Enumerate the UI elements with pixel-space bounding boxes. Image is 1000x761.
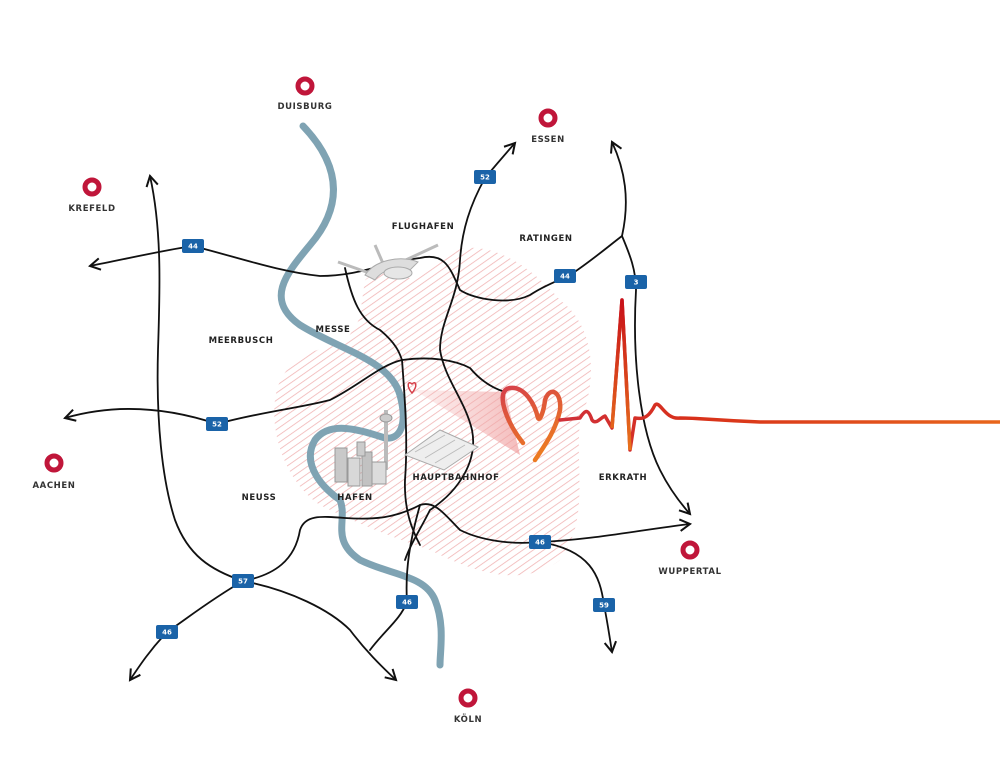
city-label: DUISBURG (278, 102, 333, 112)
city-marker-icon (82, 177, 102, 197)
city-label: ESSEN (531, 135, 565, 145)
road-ring-west (145, 174, 244, 582)
road-a52-west (63, 359, 403, 425)
city-krefeld[interactable]: KREFELD (68, 177, 115, 214)
district-hauptbahnhof: HAUPTBAHNHOF (413, 473, 500, 483)
district-ratingen: RATINGEN (519, 234, 572, 244)
motorway-badge-a57: 57 (232, 574, 254, 588)
motorway-badge-a46-south: 46 (396, 595, 418, 609)
motorway-badge-a44-east: 44 (554, 269, 576, 283)
district-flughafen: FLUGHAFEN (392, 222, 455, 232)
heart-beam (414, 390, 520, 455)
city-area-hatched (274, 247, 592, 576)
svg-text:44: 44 (560, 273, 570, 281)
road-to-koeln (242, 580, 398, 682)
city-label: KÖLN (454, 714, 482, 725)
city-koeln[interactable]: KÖLN (454, 688, 482, 725)
motorway-badge-a46-southwest: 46 (156, 625, 178, 639)
svg-text:44: 44 (188, 243, 198, 251)
city-marker-icon (44, 453, 64, 473)
svg-text:46: 46 (535, 539, 545, 547)
district-hafen: HAFEN (337, 493, 372, 503)
river-rhine (277, 122, 445, 669)
airport-illustration (337, 243, 439, 281)
district-meerbusch: MEERBUSCH (209, 336, 274, 346)
svg-text:46: 46 (402, 599, 412, 607)
city-marker-icon (458, 688, 478, 708)
district-erkrath: ERKRATH (599, 473, 648, 483)
roads (63, 140, 693, 682)
city-marker-icon (538, 108, 558, 128)
motorway-badge-a52-west: 52 (206, 417, 228, 431)
city-wuppertal[interactable]: WUPPERTAL (658, 540, 721, 577)
motorway-badge-a3: 3 (625, 275, 647, 289)
harbour-buildings-illustration (334, 441, 387, 487)
road-messe (401, 359, 421, 546)
city-area-hatched-north (360, 271, 420, 322)
svg-text:52: 52 (480, 174, 490, 182)
svg-text:3: 3 (634, 279, 639, 287)
svg-text:59: 59 (599, 602, 609, 610)
motorway-badge-a46-east: 46 (529, 535, 551, 549)
district-messe: MESSE (316, 325, 351, 335)
road-a57 (242, 503, 541, 582)
ecg-spike (610, 298, 632, 451)
ecg-line (558, 298, 1000, 452)
city-marker-icon (680, 540, 700, 560)
small-heart-icon (407, 381, 417, 395)
district-neuss: NEUSS (242, 493, 277, 503)
city-duisburg[interactable]: DUISBURG (278, 76, 333, 112)
motorway-badge-a59: 59 (593, 598, 615, 612)
motorway-badge-a52-north: 52 (474, 170, 496, 184)
city-label: AACHEN (32, 481, 75, 491)
heart-icon (500, 385, 563, 463)
city-aachen[interactable]: AACHEN (32, 453, 75, 491)
city-essen[interactable]: ESSEN (531, 108, 565, 145)
svg-text:46: 46 (162, 629, 172, 637)
svg-text:57: 57 (238, 578, 248, 586)
city-marker-icon (295, 76, 315, 96)
svg-text:52: 52 (212, 421, 222, 429)
station-illustration (403, 429, 480, 471)
city-label: KREFELD (68, 204, 115, 214)
city-label: WUPPERTAL (658, 567, 721, 577)
road-a46-east (539, 518, 693, 543)
road-a3 (610, 140, 692, 516)
tv-tower-illustration (379, 410, 393, 470)
road-a46-southwest (128, 580, 244, 682)
motorway-badge-a44-west: 44 (182, 239, 204, 253)
